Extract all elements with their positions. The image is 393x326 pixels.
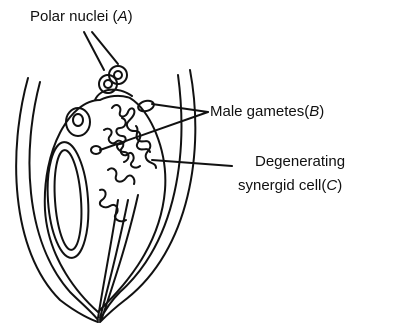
label-synergid-text: synergid cell [238,177,321,194]
label-synergid-cell: synergid cell(C) [238,177,342,195]
label-male-gametes-letter: B [309,103,319,120]
label-polar-nuclei-text: Polar nuclei [30,8,108,25]
label-male-gametes-text: Male gametes [210,103,304,120]
inner-wall-right [100,75,181,320]
pollen-tube-3 [102,195,138,318]
label-male-gametes: Male gametes(B) [210,103,324,121]
label-degenerating: Degenerating [255,153,345,171]
egg-nucleus [66,108,90,136]
polar-nucleus-2-inner [104,80,112,88]
label-synergid-letter: C [326,177,337,194]
label-polar-nuclei-letter: A [118,8,128,25]
label-polar-nuclei: Polar nuclei (A) [30,8,133,26]
label-degenerating-line1: Degenerating [255,153,345,170]
egg-nucleolus [73,114,83,126]
pointer-polar-2 [92,32,118,64]
central-cell-inner [52,149,85,251]
outer-wall-left [16,78,98,322]
synergid-scribble-6 [100,190,126,222]
pointer-polar-1 [84,32,104,70]
synergid-scribble-5 [108,168,134,184]
synergid-scribble-2 [104,129,140,168]
